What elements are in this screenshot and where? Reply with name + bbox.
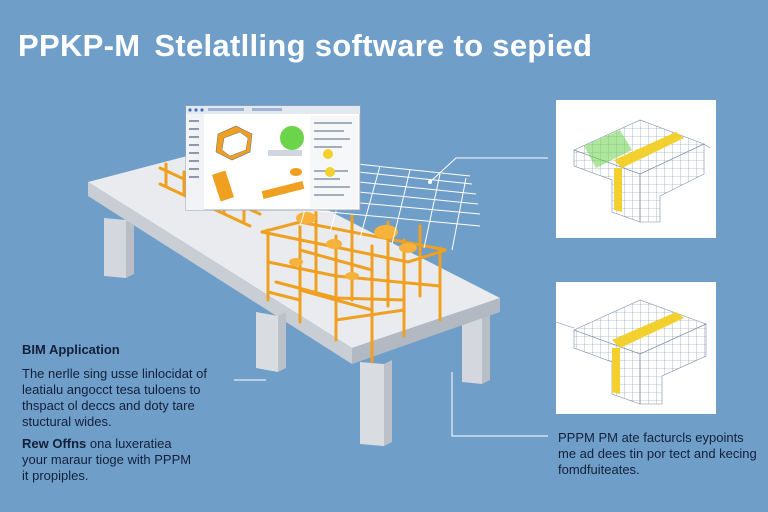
bim-line: leatialu angocct tesa tuloens to — [22, 382, 201, 397]
callout-line: me ad dees tin por tect and kecing — [558, 446, 757, 461]
bim-line: thspact ol deccs and doty tare — [22, 398, 195, 413]
review-line: your maraur tioge with PPPM — [22, 452, 192, 467]
bim-heading: BIM Application — [22, 342, 120, 357]
bim-section: BIM Application The nerlle sing usse lin… — [22, 342, 212, 430]
tagline: Stelatlling software to sepied — [154, 28, 593, 63]
detail-panel-top — [556, 100, 716, 238]
review-heading: Rew Offns — [22, 436, 87, 451]
brand-name: PPKP-M — [18, 28, 141, 63]
detail-panel-bottom — [555, 282, 716, 414]
callout-line: fomdfuiteates. — [558, 462, 640, 477]
bim-line: stuctural wides. — [22, 414, 112, 429]
review-section: Rew Offns ona luxeratiea your maraur tio… — [22, 436, 222, 484]
table-legs-front — [256, 312, 392, 446]
bim-line: The nerlle sing usse linlocidat of — [22, 366, 207, 381]
review-heading-rest: ona luxeratiea — [89, 436, 172, 451]
callout-line: PPPM PM ate facturcls eypoints — [558, 430, 744, 445]
page-title: PPKP-M Stelatlling software to sepied — [18, 28, 592, 64]
panel-callout: PPPM PM ate facturcls eypoints me ad dee… — [558, 430, 758, 478]
software-window — [185, 105, 361, 211]
connector-lines — [234, 157, 548, 437]
review-line: it propiples. — [22, 468, 89, 483]
